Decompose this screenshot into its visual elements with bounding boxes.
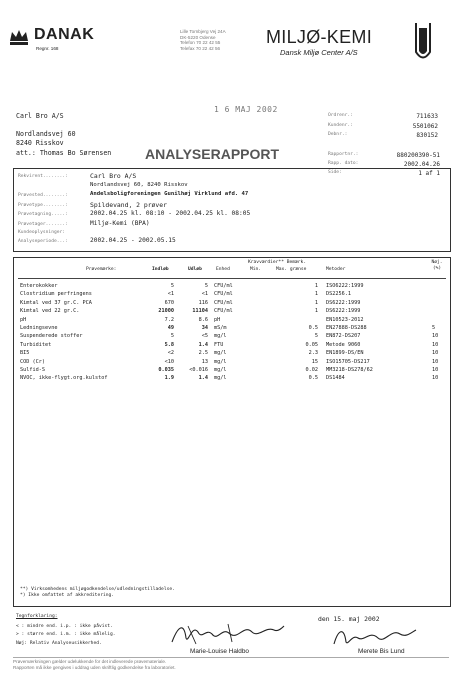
danak-wordmark: DANAK xyxy=(34,26,95,43)
accuracy-header: Nøj. (%) xyxy=(431,260,443,271)
results-header-divider xyxy=(18,278,446,279)
test-tube-icon xyxy=(415,23,431,59)
received-date-stamp: 1 6 MAJ 2002 xyxy=(214,105,278,114)
legend: Tegnforklaring: < : mindre end. i.p. : i… xyxy=(16,614,116,646)
table-row: Enterokokker 5 5 CFU/ml 1 ISO6222:1999 xyxy=(20,283,364,289)
table-row: Sulfid-S 0.035 <0.016 mg/l 0.02 MM3218-D… xyxy=(20,367,439,373)
table-row: BI5 <2 2.5 mg/l 2.3 EN1899-DS/EN 10 xyxy=(20,350,439,357)
sample-info-list: Rekvirent........:Carl Bro A/S Nordlands… xyxy=(18,172,251,244)
table-row: Ledningsevne 49 34 mS/m 0.5 EN27888-DS28… xyxy=(20,325,436,331)
results-footnotes: **) Virksomhedens miljøgodkendelse/udled… xyxy=(20,587,175,598)
sample-info-box: Rekvirent........:Carl Bro A/S Nordlands… xyxy=(13,168,451,252)
signature-haldbo xyxy=(171,623,285,645)
order-meta: Ordrenr.:711633 Kundenr.:5501062 Debnr.:… xyxy=(328,113,438,139)
report-title: ANALYSERAPPORT xyxy=(145,146,280,162)
signature-lund xyxy=(333,629,417,645)
table-row: NVOC, ikke-flygt.org.kulstof 1.9 1.4 mg/… xyxy=(20,375,439,382)
signature-date: den 15. maj 2002 xyxy=(318,615,380,623)
table-row: Suspenderede stoffer 5 <5 mg/l 5 EN872-D… xyxy=(20,333,439,340)
danak-logo: DANAK Regnr. 168 xyxy=(8,25,128,55)
footer-notes: Prøvemærkningen gælder udelukkende for d… xyxy=(13,659,176,670)
miljo-kemi-logo: MILJØ-KEMI xyxy=(266,27,373,47)
lab-address: Lille Tornbjerg Vej 24A DK-5220 Odense T… xyxy=(180,29,226,51)
table-row: Kimtal ved 37 gr.C. PCA 670 116 CFU/ml 1… xyxy=(20,299,361,306)
miljo-kemi-subtitle: Dansk Miljø Center A/S xyxy=(280,48,358,57)
table-row: pH 7.2 8.6 pH EN10523-2012 xyxy=(20,316,364,323)
footer-divider xyxy=(13,657,449,658)
results-box: Kravværdier** Bemærk. Nøj. (%) Prøvemærk… xyxy=(13,257,451,607)
recipient-address: Carl Bro A/S Nordlandsvej 60 8240 Rissko… xyxy=(16,112,112,157)
report-meta: Rapportnr.:880200390-51 Rapp. dato:2002.… xyxy=(328,152,440,178)
table-row: Turbiditet 5.8 1.4 FTU 0.05 Metode 9060 … xyxy=(20,341,439,348)
table-row: Kimtal ved 22 gr.C. 21000 11104 CFU/ml 1… xyxy=(20,308,361,315)
limits-group-header: Kravværdier** Bemærk. xyxy=(248,260,307,265)
crown-icon xyxy=(10,30,28,45)
table-row: COD (Cr) <10 13 mg/l 15 ISO15705-DS217 1… xyxy=(20,358,439,365)
signatory-name-2: Merete Bis Lund xyxy=(358,648,405,655)
table-row: Clostridium perfringens <1 <1 CFU/ml 1 D… xyxy=(20,291,351,298)
results-table-header: Prøvemærke: Indløb Udløb Enhed Min. Max.… xyxy=(86,267,346,272)
danak-regnr: Regnr. 168 xyxy=(36,46,59,51)
signatory-name-1: Marie-Louise Haldbo xyxy=(190,648,249,655)
